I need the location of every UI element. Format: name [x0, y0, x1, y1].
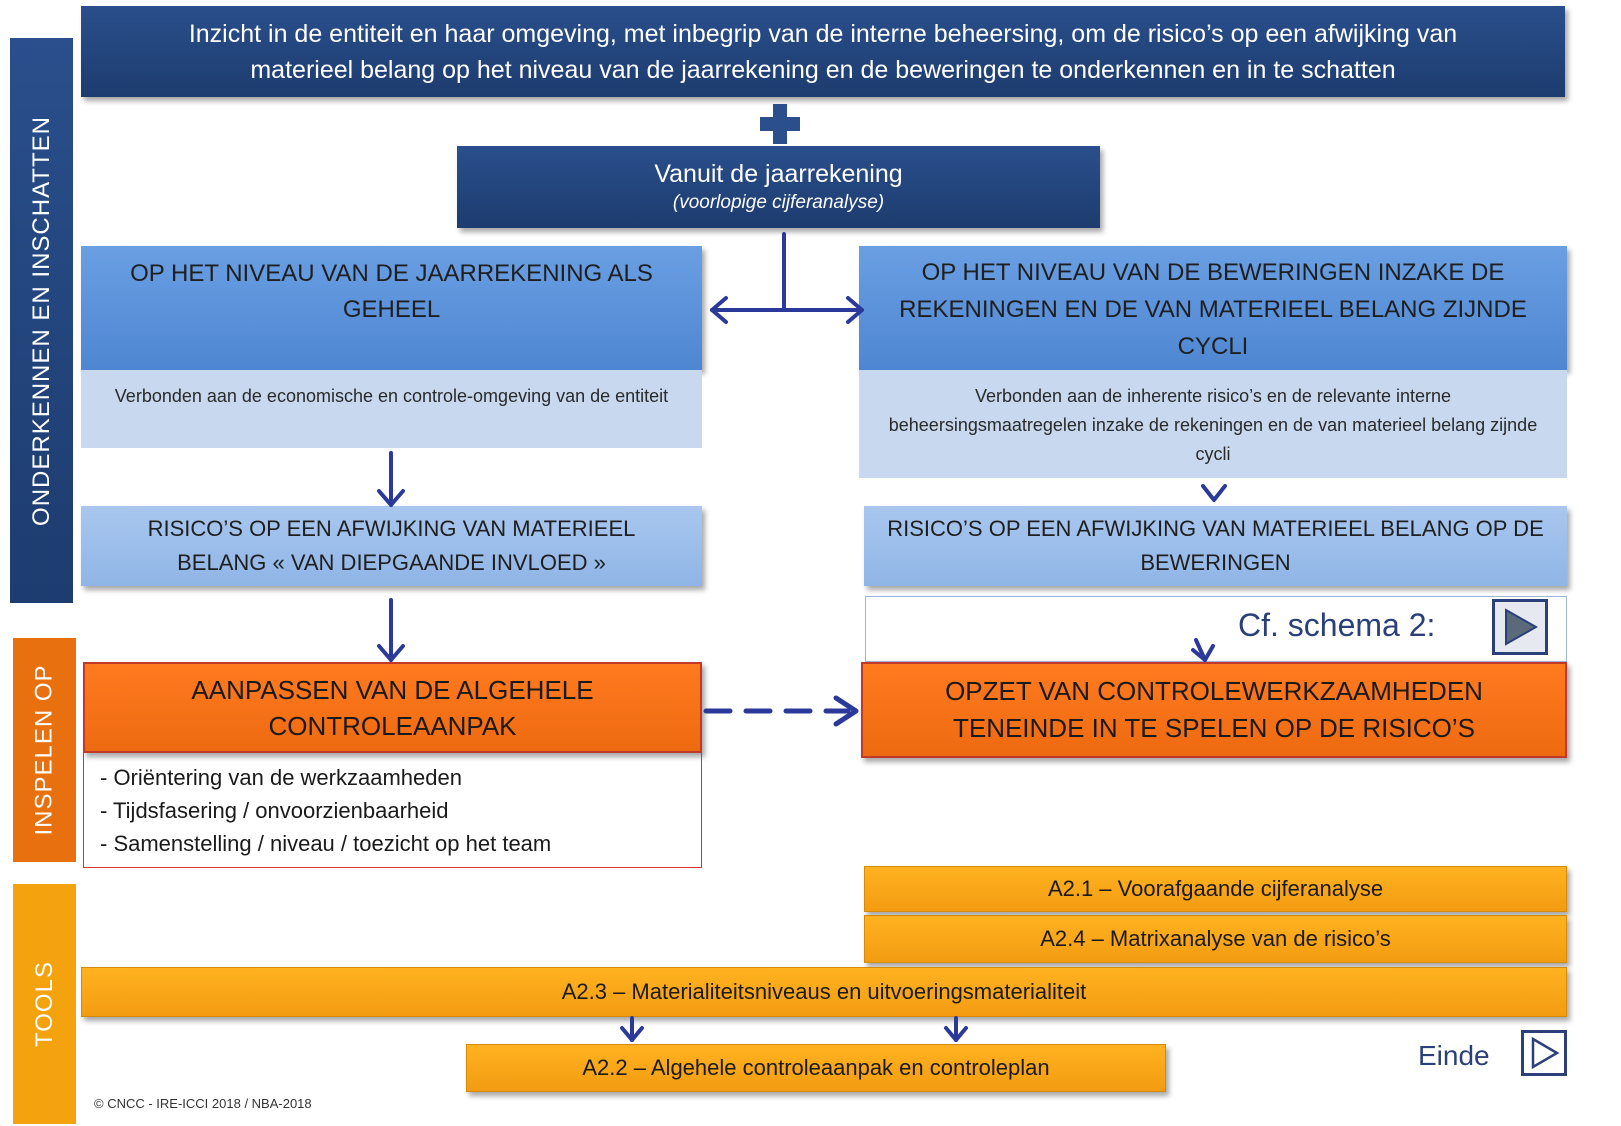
- play-icon: [1505, 608, 1539, 646]
- dashed-link-arrowhead: [833, 695, 859, 727]
- tool-arrow-left-head: [620, 1026, 644, 1042]
- tool-a22-label: A2.2 – Algehele controleaanpak en contro…: [582, 1055, 1050, 1080]
- list-item: - Samenstelling / niveau / toezicht op h…: [100, 831, 552, 856]
- tool-a21-button[interactable]: A2.1 – Voorafgaande cijferanalyse: [864, 866, 1567, 912]
- audit-procedures-box: OPZET VAN CONTROLEWERKZAAMHEDEN TENEINDE…: [861, 662, 1567, 758]
- pervasive-risk-box: RISICO’S OP EEN AFWIJKING VAN MATERIEEL …: [81, 506, 702, 586]
- financial-statement-level-label: OP HET NIVEAU VAN DE JAARREKENING ALS GE…: [130, 260, 653, 323]
- arrowhead-right: [846, 296, 864, 324]
- assertion-risk-label: RISICO’S OP EEN AFWIJKING VAN MATERIEEL …: [887, 516, 1544, 575]
- tool-a24-label: A2.4 – Matrixanalyse van de risico’s: [1040, 926, 1391, 951]
- economic-environment-box: Verbonden aan de economische en controle…: [81, 370, 702, 448]
- top-insight-line-2: materieel belang op het niveau van de ja…: [250, 55, 1396, 84]
- assertion-level-box: OP HET NIVEAU VAN DE BEWERINGEN INZAKE D…: [859, 246, 1567, 370]
- top-insight-box: Inzicht in de entiteit en haar omgeving,…: [81, 6, 1565, 97]
- assertion-level-label: OP HET NIVEAU VAN DE BEWERINGEN INZAKE D…: [899, 259, 1527, 360]
- from-financial-statements-box: Vanuit de jaarrekening (voorlopige cijfe…: [457, 146, 1100, 228]
- arrow-left-2-head: [377, 644, 405, 662]
- assertion-risk-box: RISICO’S OP EEN AFWIJKING VAN MATERIEEL …: [864, 506, 1567, 586]
- side-label-tools: TOOLS: [13, 884, 76, 1124]
- top-insight-line-1: Inzicht in de entiteit en haar omgeving,…: [188, 19, 1458, 48]
- inherent-risk-label: Verbonden aan de inherente risico’s en d…: [888, 386, 1538, 464]
- schema-2-link-button[interactable]: [1492, 599, 1548, 655]
- arrow-left-1-head: [377, 489, 405, 507]
- list-item: - Tijdsfasering / onvoorzienbaarheid: [100, 798, 449, 823]
- from-fs-subtitle: (voorlopige cijferanalyse): [672, 192, 885, 213]
- overall-approach-label: AANPASSEN VAN DE ALGEHELE CONTROLEAANPAK: [191, 674, 594, 741]
- tool-a23-label: A2.3 – Materialiteitsniveaus en uitvoeri…: [561, 979, 1087, 1004]
- list-item: - Oriëntering van de werkzaamheden: [100, 765, 462, 790]
- plus-icon: [760, 104, 800, 144]
- pervasive-risk-label: RISICO’S OP EEN AFWIJKING VAN MATERIEEL …: [147, 516, 636, 575]
- inherent-risk-box: Verbonden aan de inherente risico’s en d…: [859, 370, 1567, 478]
- economic-environment-label: Verbonden aan de economische en controle…: [114, 386, 669, 406]
- tool-a21-label: A2.1 – Voorafgaande cijferanalyse: [1047, 876, 1384, 901]
- arrowhead-left: [710, 296, 728, 324]
- audit-procedures-label: OPZET VAN CONTROLEWERKZAAMHEDEN TENEINDE…: [945, 676, 1483, 743]
- approach-bullet-list: - Oriëntering van de werkzaamheden - Tij…: [83, 753, 702, 868]
- tool-a24-button[interactable]: A2.4 – Matrixanalyse van de risico’s: [864, 915, 1567, 963]
- play-icon: [1531, 1036, 1560, 1070]
- schema-reference-label: Cf. schema 2:: [1238, 607, 1436, 643]
- end-button[interactable]: [1521, 1030, 1567, 1076]
- copyright-text: © CNCC - IRE-ICCI 2018 / NBA-2018: [94, 1096, 312, 1111]
- side-label-identify: ONDERKENNEN EN INSCHATTEN: [10, 38, 73, 603]
- from-fs-title: Vanuit de jaarrekening: [654, 160, 903, 188]
- tool-a22-button[interactable]: A2.2 – Algehele controleaanpak en contro…: [466, 1044, 1166, 1092]
- financial-statement-level-box: OP HET NIVEAU VAN DE JAARREKENING ALS GE…: [81, 246, 702, 370]
- side-label-respond: INSPELEN OP: [13, 638, 76, 862]
- tool-a23-button[interactable]: A2.3 – Materialiteitsniveaus en uitvoeri…: [81, 967, 1567, 1017]
- tool-arrow-right-head: [944, 1026, 968, 1042]
- schema-reference-box: Cf. schema 2:: [865, 596, 1567, 662]
- arrow-right-1-head: [1201, 484, 1227, 502]
- overall-approach-box: AANPASSEN VAN DE ALGEHELE CONTROLEAANPAK: [83, 662, 702, 753]
- end-link-label[interactable]: Einde: [1418, 1040, 1490, 1071]
- arrow-right-2-head: [1191, 644, 1215, 662]
